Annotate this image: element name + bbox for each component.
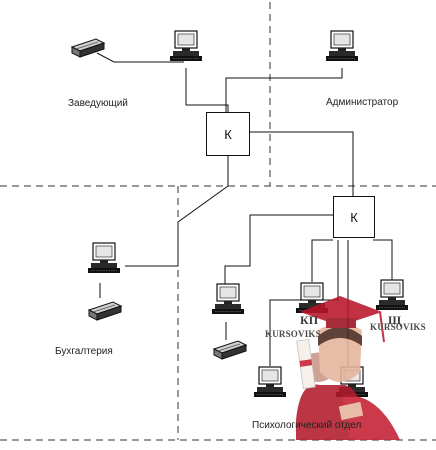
cable-hub2-pc-right1 <box>311 239 333 282</box>
psych-computer-icon <box>253 366 287 398</box>
workstation-computer-icon <box>375 279 409 311</box>
watermark-left-mark: КП <box>300 313 319 327</box>
admin-computer-icon <box>325 30 359 62</box>
watermark-right-mark: Щ <box>388 313 402 327</box>
cable-head-printer <box>96 52 184 63</box>
cable-hub1-accounting <box>125 155 229 267</box>
zone-label-admin: Администратор <box>326 97 399 108</box>
cable-hub2-pc-right2 <box>373 239 393 280</box>
hub-1-label: К <box>224 126 232 142</box>
workstation-printer-icon <box>213 340 247 360</box>
watermark-left-text: KURSOVIKS <box>265 329 321 339</box>
graduate-watermark-icon <box>296 296 400 440</box>
zone-label-head: Заведующий <box>68 98 128 109</box>
cable-hub2-pc-mid <box>224 214 333 285</box>
cable-head-pc-hub1 <box>185 68 229 112</box>
hub-1: К <box>206 112 250 156</box>
accounting-computer-icon <box>87 242 121 274</box>
watermark-right-text: KURSOVIKS <box>370 322 426 332</box>
cable-hub1-hub2 <box>248 131 354 196</box>
accounting-printer-icon <box>88 301 122 321</box>
workstation-computer-icon <box>211 283 245 315</box>
cable-admin-hub1 <box>225 68 343 112</box>
zone-label-psych: Психологический отдел <box>252 420 362 431</box>
hub-2: К <box>333 196 375 238</box>
zone-label-accounting: Бухгалтерия <box>55 346 113 357</box>
head-computer-icon <box>169 30 203 62</box>
hub-2-label: К <box>350 209 358 225</box>
